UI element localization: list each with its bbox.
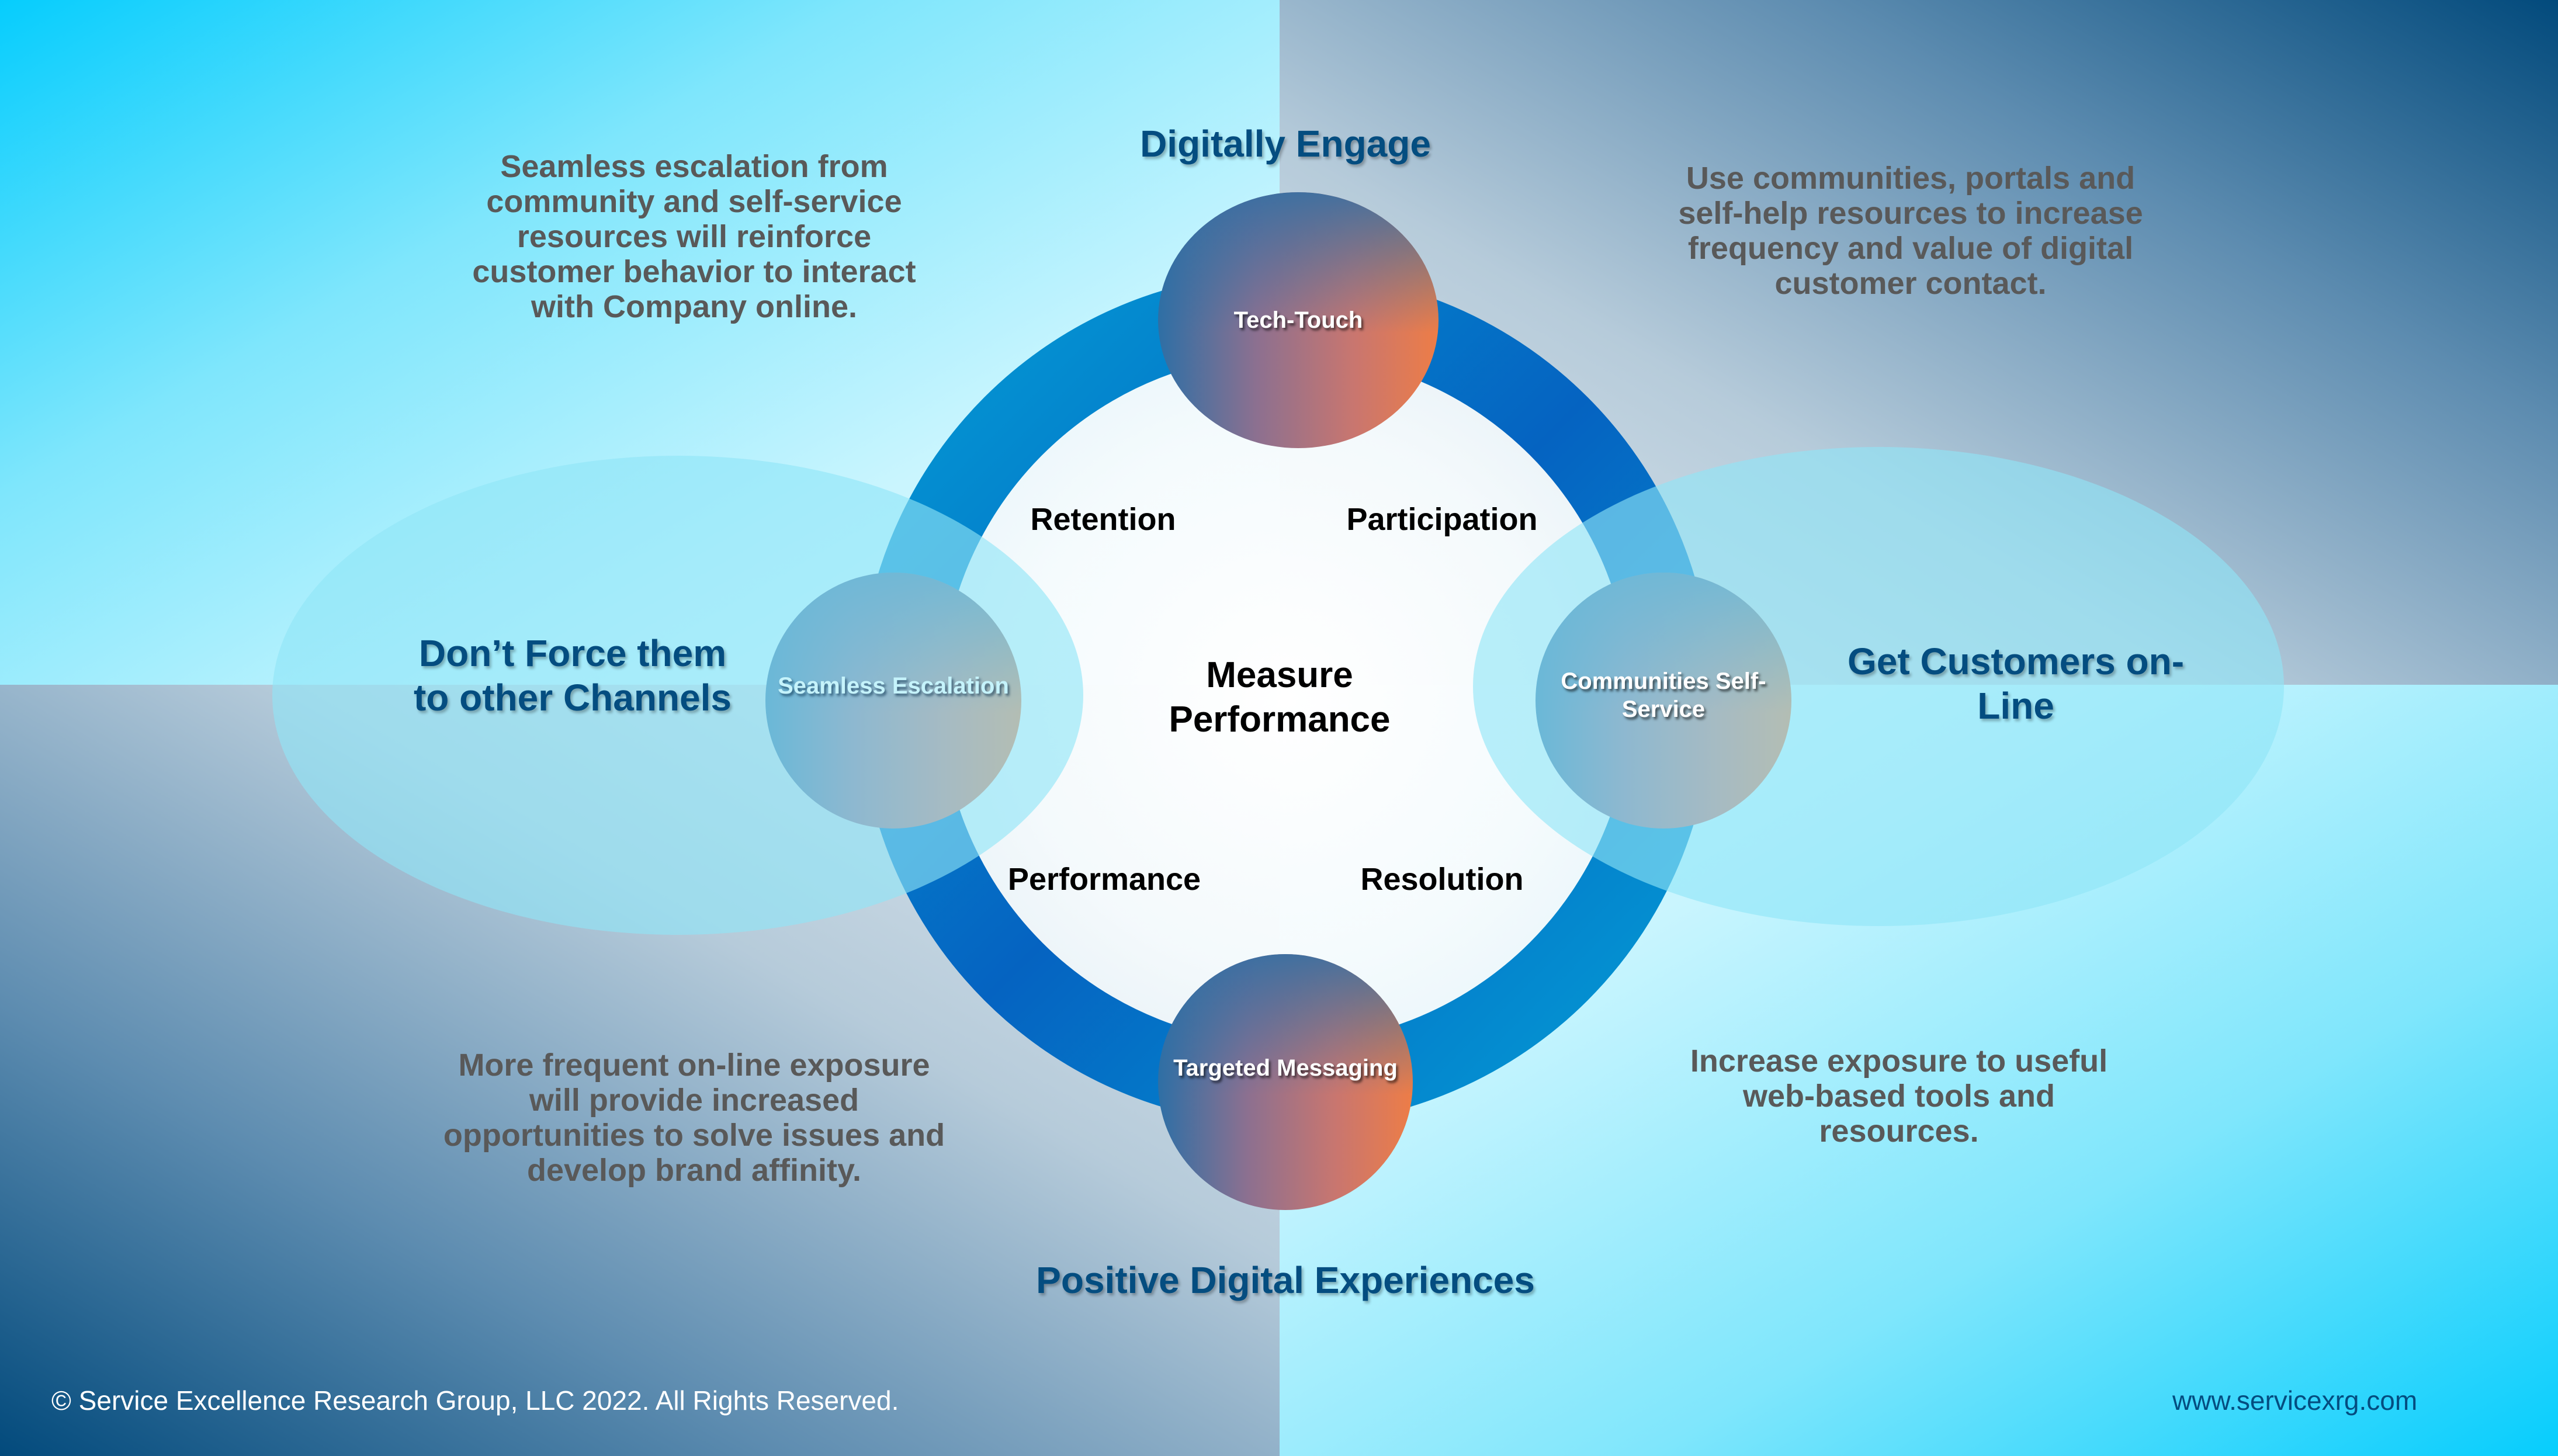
center-label: Measure Performance [1169, 655, 1391, 740]
right-highlight-ellipse [1473, 447, 2284, 926]
left-highlight-ellipse [272, 456, 1083, 935]
center-area [900, 313, 1672, 1084]
caption-top-left: Seamless escalation from community and s… [472, 149, 916, 324]
metric-participation: Participation [1346, 502, 1538, 537]
heading-get-customers-online: Get Customers on-Line [1847, 640, 2185, 727]
node-label-targeted-messaging: Targeted Messaging [1173, 1055, 1398, 1081]
node-top [1158, 192, 1439, 448]
caption-bottom-left: More frequent on-line exposure will prov… [443, 1048, 945, 1188]
metric-retention: Retention [1030, 502, 1176, 537]
node-label-seamless-escalation: Seamless Escalation [778, 673, 1009, 699]
node-bottom [1158, 954, 1413, 1210]
metric-resolution: Resolution [1360, 862, 1524, 897]
node-label-communities-self-service: Communities Self-Service [1561, 668, 1766, 722]
metric-performance: Performance [1007, 862, 1201, 897]
heading-positive-digital-experiences: Positive Digital Experiences [1036, 1259, 1535, 1301]
heading-digitally-engage: Digitally Engage [1140, 123, 1431, 165]
heading-dont-force: Don’t Force them to other Channels [413, 632, 732, 719]
website-link[interactable]: www.servicexrg.com [2172, 1385, 2418, 1416]
node-label-tech-touch: Tech-Touch [1233, 307, 1363, 333]
caption-top-right: Use communities, portals and self-help r… [1678, 161, 2143, 301]
caption-bottom-right: Increase exposure to useful web-based to… [1690, 1044, 2108, 1149]
copyright-notice: © Service Excellence Research Group, LLC… [51, 1385, 899, 1416]
